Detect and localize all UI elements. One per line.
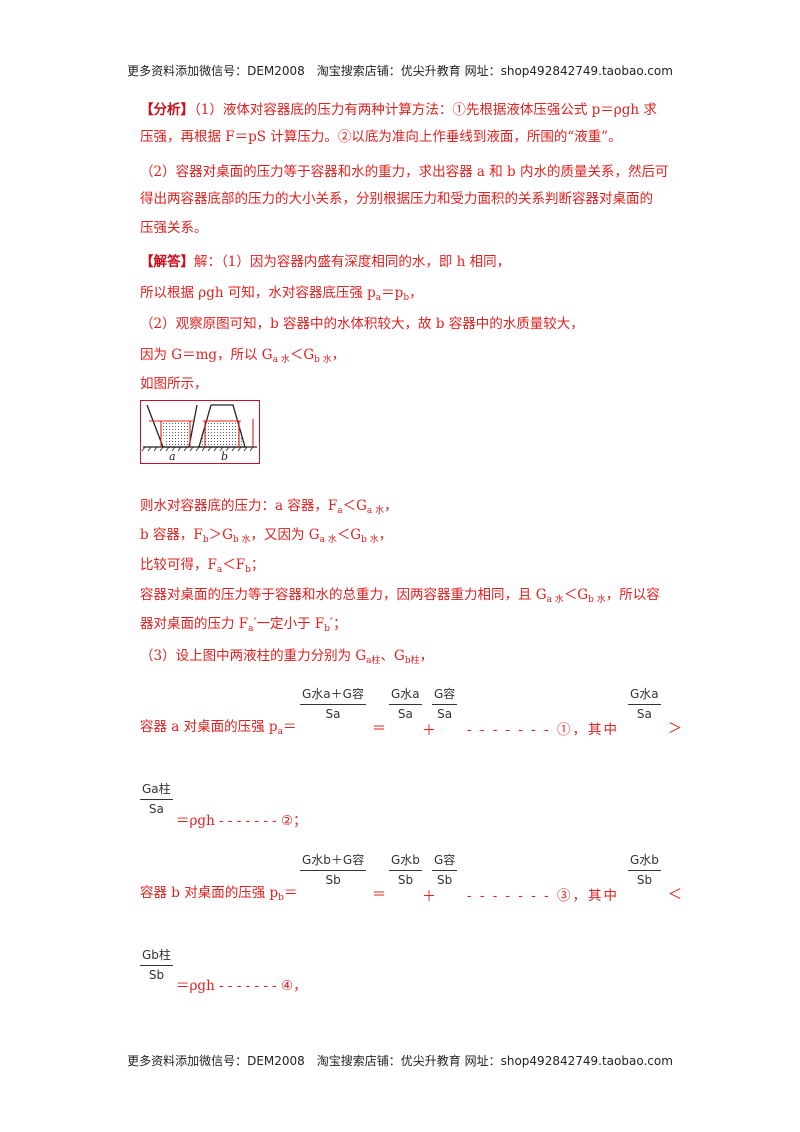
answer-line-11: （3）设上图中两液柱的重力分别为 Ga柱、Gb柱， [140, 648, 434, 666]
analysis-line-5: 压强关系。 [140, 220, 208, 236]
eq1-plus: ＋ [422, 723, 436, 739]
eq1-equals: ＝ [372, 721, 386, 737]
analysis-line-1: 【分析】（1）液体对容器底的压力有两种计算方法：①先根据液体压强公式 p＝ρgh… [140, 102, 657, 118]
eq3-marker: - - - - - - - ③，其中 [467, 888, 619, 904]
eq2-tail: ＝ρgh - - - - - - - ②； [176, 813, 307, 829]
eq3-plus: ＋ [422, 889, 436, 905]
eq3-equals: ＝ [372, 887, 386, 903]
analysis-tag: 【分析】 [140, 102, 194, 118]
container-a-label: a [169, 450, 176, 463]
eq3-lead: 容器 b 对桌面的压强 pb＝ [140, 885, 298, 903]
eq1-marker: - - - - - - - ①，其中 [467, 722, 619, 738]
page-header: 更多资料添加微信号：DEM2008 淘宝搜索店铺：优尖升教育 网址：shop49… [127, 64, 673, 78]
eq3-less: ＜ [668, 887, 682, 903]
analysis-line-3: （2）容器对桌面的压力等于容器和水的重力，求出容器 a 和 b 内水的质量关系，… [140, 164, 669, 180]
answer-line-9: 容器对桌面的压力等于容器和水的总重力，因两容器重力相同，且 Ga 水＜Gb 水，… [140, 587, 660, 605]
containers-figure: a b [140, 400, 260, 464]
analysis-line-2: 压强，再根据 F＝pS 计算压力。②以底为准向上作垂线到液面，所围的“液重”。 [140, 129, 622, 145]
eq1-lead: 容器 a 对桌面的压强 pa＝ [140, 719, 297, 737]
containers-diagram: a b [141, 404, 257, 463]
answer-line-10: 器对桌面的压力 Fa′一定小于 Fb′； [140, 616, 347, 634]
eq4-tail: ＝ρgh - - - - - - - ④， [176, 978, 307, 994]
answer-line-4: 因为 G＝mg，所以 Ga 水＜Gb 水， [140, 347, 346, 365]
analysis-line-4: 得出两容器底部的压力的大小关系，分别根据压力和受力面积的关系判断容器对桌面的 [140, 191, 653, 207]
container-b-label: b [221, 450, 228, 463]
answer-line-5: 如图所示， [140, 376, 208, 392]
answer-line-7: b 容器，Fb＞Gb 水，又因为 Ga 水＜Gb 水， [140, 527, 393, 545]
answer-line-3: （2）观察原图可知，b 容器中的水体积较大，故 b 容器中的水质量较大， [140, 316, 584, 332]
answer-tag: 【解答】 [140, 254, 194, 270]
eq1-greater: ＞ [668, 721, 682, 737]
page-footer: 更多资料添加微信号：DEM2008 淘宝搜索店铺：优尖升教育 网址：shop49… [127, 1054, 673, 1068]
answer-line-6: 则水对容器底的压力：a 容器，Fa＜Ga 水， [140, 498, 398, 516]
answer-line-2: 所以根据 ρgh 可知，水对容器底压强 pa＝pb， [140, 285, 423, 303]
answer-line-8: 比较可得，Fa＜Fb； [140, 557, 265, 575]
answer-line-1: 【解答】解：（1）因为容器内盛有深度相同的水，即 h 相同， [140, 254, 511, 270]
